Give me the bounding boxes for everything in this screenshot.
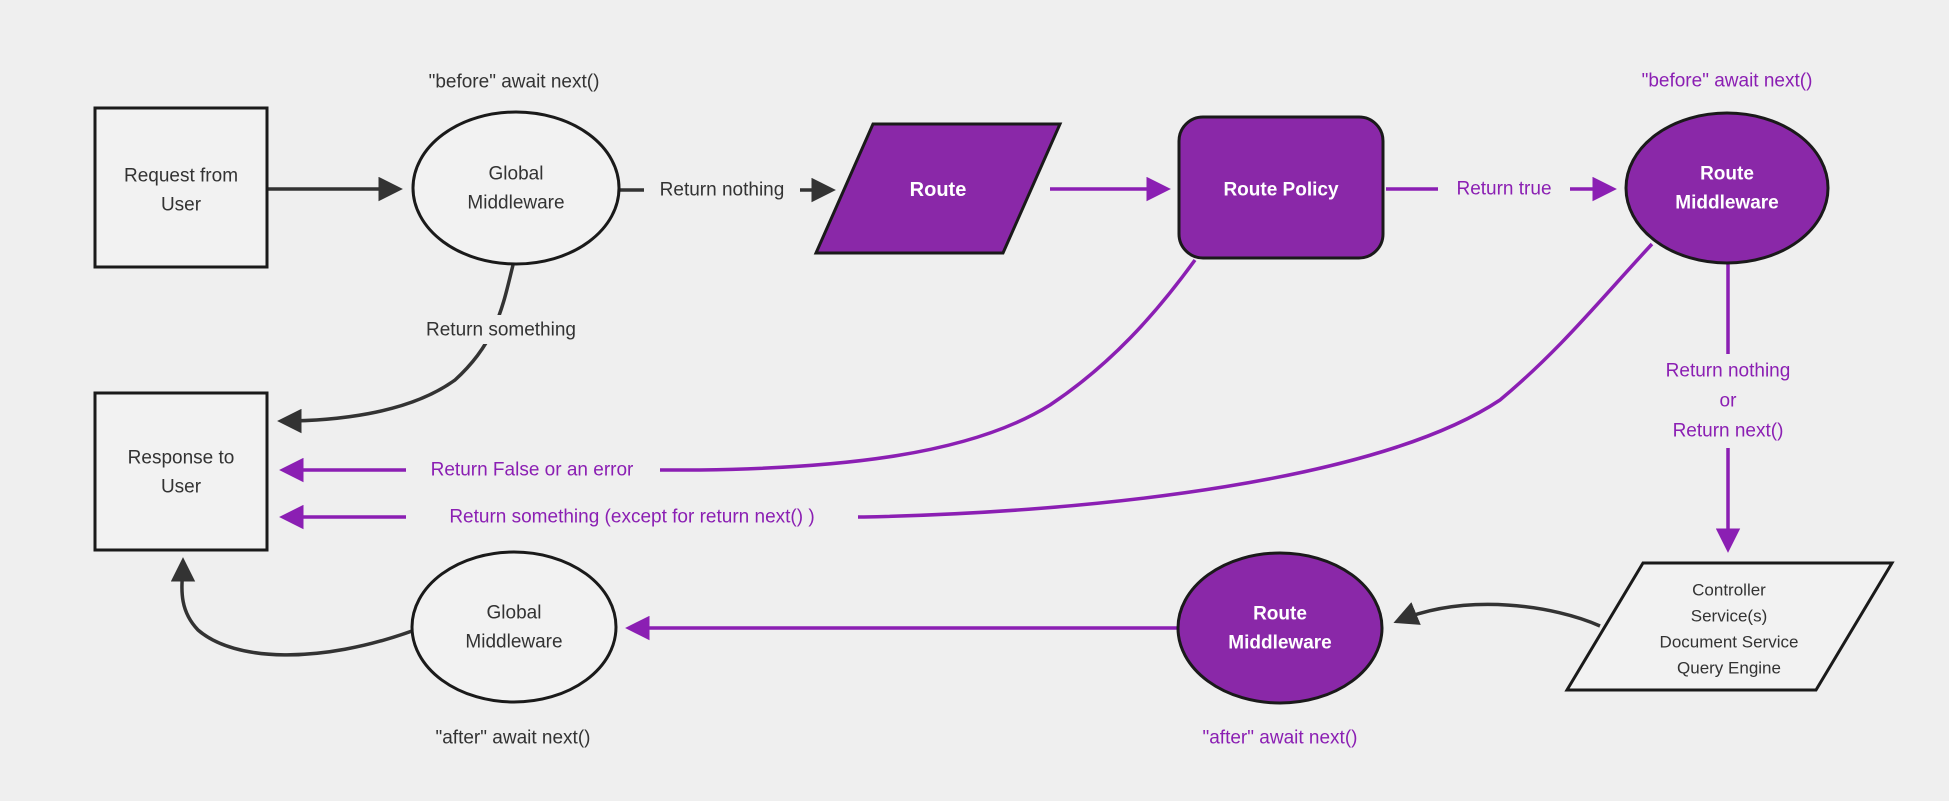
node-route [813, 122, 1063, 255]
node-route-middleware-top [1624, 111, 1830, 265]
label-before-await-right: "before" await next() [1642, 71, 1813, 92]
label-bg-return-true [1438, 174, 1570, 203]
label-bg-return-nothing-or [1645, 354, 1811, 448]
node-request-text-line1: Request from [124, 166, 238, 187]
label-bg-return-false [406, 455, 660, 484]
label-return-nothing: Return nothing [660, 180, 785, 201]
label-after-await-left: "after" await next() [436, 728, 591, 749]
label-after-await-mid: "after" await next() [1203, 728, 1358, 749]
node-route-mw-top-text-line2: Middleware [1675, 193, 1778, 214]
label-return-nothing-or-line2: or [1720, 391, 1738, 412]
node-services-text-line3: Document Service [1660, 633, 1799, 652]
node-global-mw-top-text-line1: Global [489, 164, 544, 185]
label-return-something: Return something [426, 320, 576, 341]
label-return-true: Return true [1456, 179, 1551, 200]
edge-services-to-route-mw-bottom [1393, 602, 1601, 628]
edge-global-mw-bottom-to-response [170, 557, 413, 657]
edge-route-mw-return-something-except [279, 242, 1654, 530]
node-route-mw-bottom-text-line2: Middleware [1228, 633, 1331, 654]
node-route-policy-text: Route Policy [1223, 180, 1339, 201]
node-global-mw-bottom-text-line1: Global [487, 603, 542, 624]
node-global-middleware-top [411, 110, 621, 266]
node-response-text-line2: User [161, 477, 202, 498]
node-route-text: Route [910, 179, 967, 201]
node-route-mw-top-text-line1: Route [1700, 164, 1754, 185]
node-services-text-line1: Controller [1692, 581, 1766, 600]
node-route-mw-bottom-text-line1: Route [1253, 604, 1307, 625]
label-bg-return-nothing [644, 175, 800, 204]
node-services-text-line4: Query Engine [1677, 659, 1781, 678]
node-global-mw-top-text-line2: Middleware [467, 193, 564, 214]
node-response-to-user [93, 391, 269, 552]
node-services-text-line2: Service(s) [1691, 607, 1768, 626]
edge-route-policy-return-false [279, 258, 1197, 483]
label-bg-return-something-except [406, 502, 858, 531]
node-route-middleware-bottom [1176, 551, 1384, 705]
label-before-await-top: "before" await next() [429, 72, 600, 93]
label-bg-return-something [404, 315, 600, 344]
label-return-nothing-or-line1: Return nothing [1666, 361, 1791, 382]
label-return-something-except: Return something (except for return next… [449, 507, 814, 528]
label-return-false: Return False or an error [431, 460, 634, 481]
node-request-text-line2: User [161, 195, 202, 216]
node-global-middleware-bottom [410, 550, 618, 704]
node-response-text-line1: Response to [128, 448, 235, 469]
label-return-nothing-or-line3: Return next() [1673, 421, 1784, 442]
edge-global-mw-return-something [277, 264, 515, 434]
node-request-from-user [93, 106, 269, 269]
node-global-mw-bottom-text-line2: Middleware [465, 632, 562, 653]
node-services [1564, 561, 1895, 692]
node-route-policy [1177, 115, 1385, 260]
